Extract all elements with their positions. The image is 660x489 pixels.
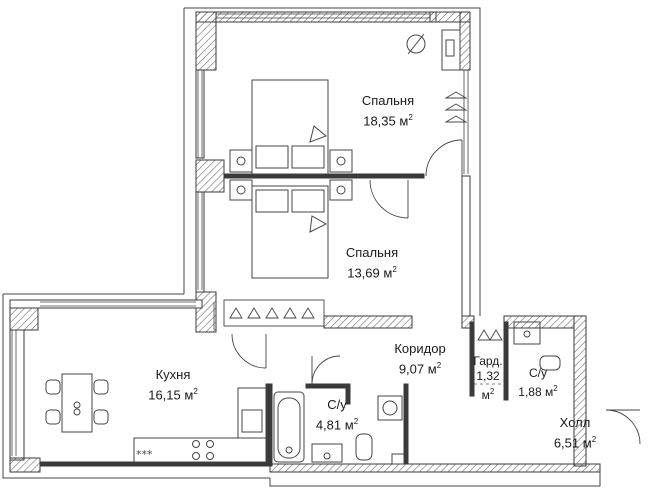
bathtub [273,391,305,463]
room-name: Коридор [394,341,446,356]
room-label-corridor: Коридор 9,07 м2 [380,340,460,377]
desk [406,29,461,71]
room-name: Холл [559,415,591,430]
room-name: Спальня [345,245,399,260]
room-area: 9,07 [398,361,425,377]
room-area: 1,88 [518,385,542,399]
room-name: С/у [529,366,547,380]
room-label-bedroom-2: Спальня 13,69 м2 [334,244,410,281]
room-label-kitchen: Кухня 16,15 м2 [136,366,210,403]
bed-2 [229,179,353,279]
room-name: Кухня [155,367,191,382]
room-area: 4,81 [315,417,342,433]
room-label-bathroom-1: С/у 1,88 м2 [510,366,566,400]
room-label-bathroom-2: С/у 4,81 м2 [312,396,362,433]
room-label-hall: Холл 6,51 м2 [544,414,606,451]
room-name: Спальня [361,93,415,108]
room-name: Гард. [473,354,503,368]
room-name: С/у [327,397,347,412]
room-area: 18,35 [363,113,396,129]
kitchen-counter [133,387,267,463]
doors [231,139,641,445]
bath-1-fixtures [513,321,561,371]
room-label-wardrobe: Гард. 1,32 м2 [470,354,506,403]
windows [11,13,469,456]
room-label-bedroom-1: Спальня 18,35 м2 [350,92,426,129]
room-area: 16,15 [148,387,181,403]
hangers-icon [444,91,468,123]
bath-fixtures [311,395,405,465]
room-area: 1,32 [476,369,500,383]
outer-wall-outline [2,7,601,487]
bed-1 [229,79,353,175]
walls [9,11,601,473]
stove-marks: *** [136,448,153,461]
room-area: 6,51 [553,435,580,451]
wardrobe-hangers [223,299,503,341]
dining-table [45,373,109,433]
room-area: 13,69 [347,265,380,281]
